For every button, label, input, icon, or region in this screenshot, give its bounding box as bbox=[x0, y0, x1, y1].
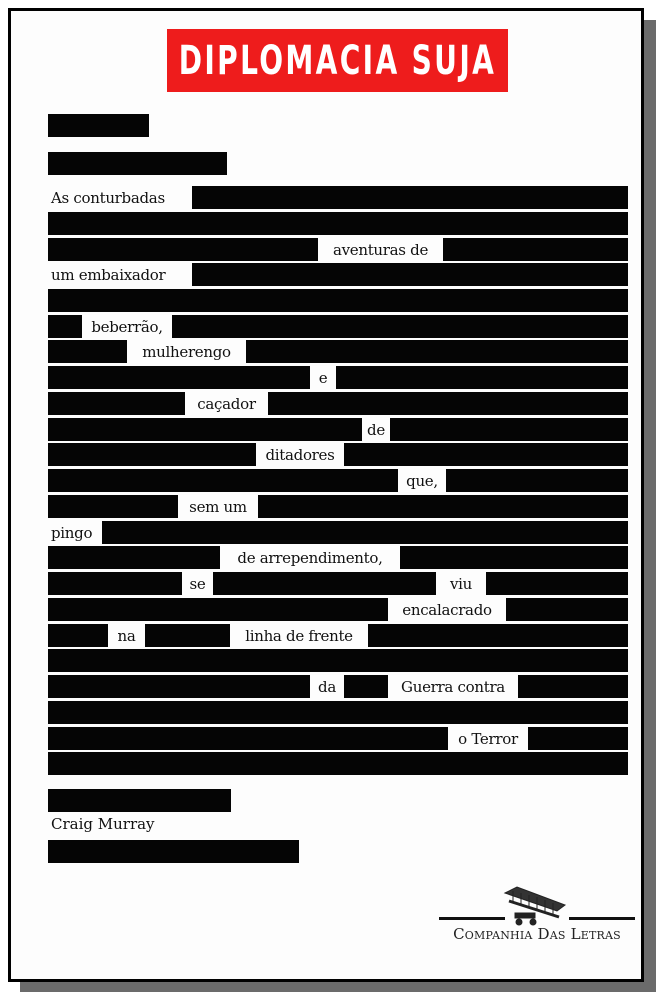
redaction-bar bbox=[48, 701, 628, 724]
visible-word: e bbox=[318, 369, 328, 387]
redaction-bar bbox=[48, 340, 127, 363]
visible-word: sem um bbox=[189, 498, 247, 516]
publisher-label: Companhia Das Letras bbox=[453, 925, 621, 943]
redaction-bar bbox=[246, 340, 628, 363]
redaction-bar bbox=[48, 789, 231, 812]
redaction-bar bbox=[48, 598, 388, 621]
redaction-bar bbox=[344, 443, 628, 466]
redaction-bar bbox=[48, 114, 149, 137]
visible-word: ditadores bbox=[265, 446, 335, 464]
visible-word: na bbox=[117, 627, 136, 645]
redaction-bar bbox=[48, 675, 310, 698]
redaction-bar bbox=[48, 238, 318, 261]
redaction-bar bbox=[268, 392, 628, 415]
redaction-bar bbox=[48, 443, 256, 466]
redaction-bar bbox=[344, 675, 388, 698]
redaction-bar bbox=[213, 572, 436, 595]
redaction-bar bbox=[48, 212, 628, 235]
visible-word: se bbox=[189, 575, 206, 593]
redaction-bar bbox=[446, 469, 628, 492]
redaction-bar bbox=[48, 649, 628, 672]
visible-word: viu bbox=[449, 575, 473, 593]
visible-word: caçador bbox=[197, 395, 256, 413]
visible-word: de arrependimento, bbox=[237, 549, 383, 567]
visible-word: o Terror bbox=[458, 730, 518, 748]
redaction-bar bbox=[258, 495, 628, 518]
redaction-bar bbox=[48, 289, 628, 312]
redaction-bar bbox=[48, 418, 362, 441]
redaction-bar bbox=[48, 752, 628, 775]
title-banner: DIPLOMACIA SUJA bbox=[167, 29, 508, 92]
book-title: DIPLOMACIA SUJA bbox=[178, 37, 497, 84]
redaction-bar bbox=[172, 315, 628, 338]
redaction-bar bbox=[506, 598, 628, 621]
visible-word: que, bbox=[406, 472, 438, 490]
redaction-bar bbox=[102, 521, 628, 544]
visible-word: da bbox=[318, 678, 336, 696]
redaction-bar bbox=[145, 624, 230, 647]
redaction-bar bbox=[48, 727, 448, 750]
redaction-bar bbox=[48, 546, 220, 569]
author-name: Craig Murray bbox=[51, 815, 155, 833]
redaction-bar bbox=[336, 366, 628, 389]
book-cover: DIPLOMACIA SUJA Craig Murray Companhia D… bbox=[8, 8, 644, 982]
logo-rule-left bbox=[439, 917, 505, 920]
redaction-bar bbox=[192, 263, 628, 286]
redaction-bar bbox=[48, 840, 299, 863]
visible-word: Guerra contra bbox=[401, 678, 505, 696]
redaction-bar bbox=[400, 546, 628, 569]
redaction-bar bbox=[48, 572, 182, 595]
visible-word: aventuras de bbox=[332, 241, 429, 259]
visible-word: encalacrado bbox=[402, 601, 492, 619]
publisher-name: Companhia Das Letras bbox=[439, 925, 635, 943]
redaction-bar bbox=[48, 392, 185, 415]
redaction-bar bbox=[390, 418, 628, 441]
redaction-bar bbox=[443, 238, 628, 261]
visible-word: beberrão, bbox=[91, 318, 163, 336]
visible-word: linha de frente bbox=[245, 627, 353, 645]
redaction-bar bbox=[192, 186, 628, 209]
redaction-bar bbox=[48, 366, 310, 389]
redaction-bar bbox=[486, 572, 628, 595]
visible-word: pingo bbox=[51, 524, 93, 542]
redaction-bar bbox=[48, 152, 227, 175]
redaction-bar bbox=[48, 315, 82, 338]
redaction-bar bbox=[48, 495, 178, 518]
redaction-bar bbox=[368, 624, 628, 647]
logo-rule-right bbox=[569, 917, 635, 920]
visible-word: de bbox=[367, 421, 385, 439]
visible-word: um embaixador bbox=[51, 266, 166, 284]
redaction-bar bbox=[518, 675, 628, 698]
visible-word: As conturbadas bbox=[51, 189, 165, 207]
biplane-icon bbox=[503, 886, 567, 926]
redaction-bar bbox=[48, 624, 108, 647]
visible-word: mulherengo bbox=[142, 343, 231, 361]
redaction-bar bbox=[48, 469, 398, 492]
redaction-bar bbox=[528, 727, 628, 750]
